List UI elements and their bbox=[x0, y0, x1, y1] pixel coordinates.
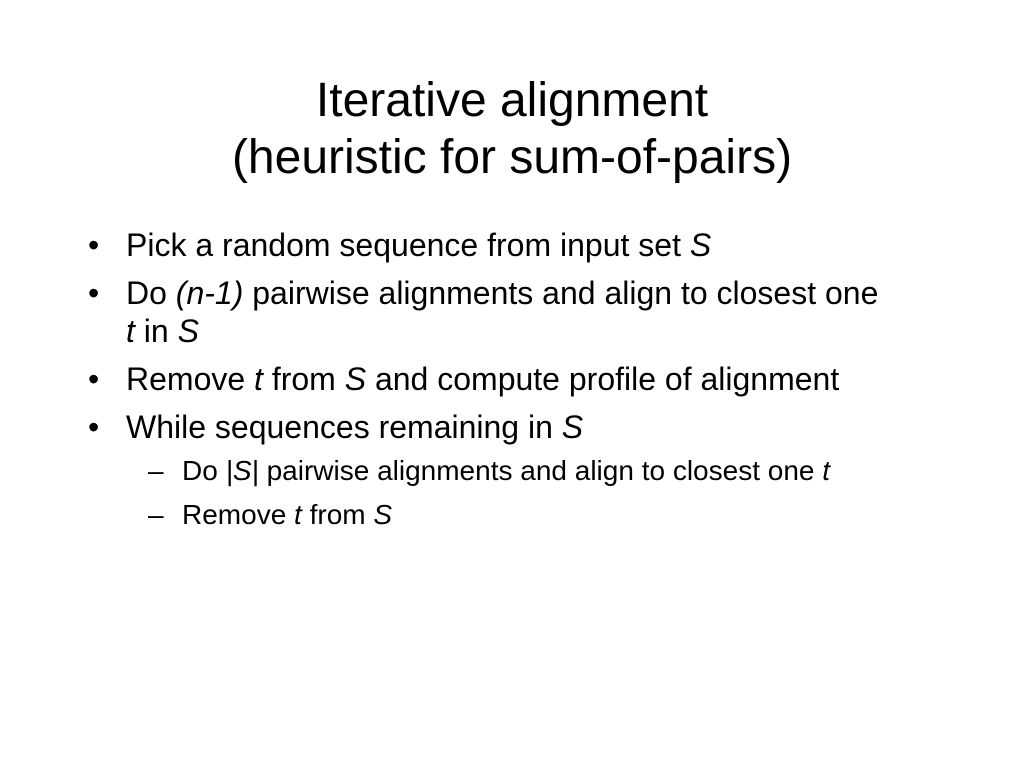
sub-bullet-text: pairwise alignments and align to closest… bbox=[258, 455, 823, 486]
bullet-marker: • bbox=[88, 275, 100, 311]
bullet-text: While sequences remaining in bbox=[126, 409, 562, 445]
bullet-italic-text: t bbox=[254, 361, 263, 397]
bullet-italic-text: S bbox=[561, 409, 584, 445]
sub-bullet-list: – Do |S| pairwise alignments and align t… bbox=[126, 454, 888, 532]
sub-bullet-item-2: – Remove t from S bbox=[136, 498, 888, 532]
title-line-2: (heuristic for sum-of-pairs) bbox=[231, 131, 793, 184]
bullet-item-1: • Pick a random sequence from input set … bbox=[88, 226, 888, 264]
sub-bullet-italic-text: t bbox=[822, 455, 831, 486]
sub-bullet-italic-text: t bbox=[294, 499, 302, 530]
bullet-item-3: • Remove t from S and compute profile of… bbox=[88, 360, 888, 398]
sub-bullet-marker: – bbox=[148, 455, 164, 486]
bullet-italic-text: S bbox=[177, 313, 199, 349]
sub-bullet-text: Remove bbox=[182, 499, 295, 530]
bullet-text: in bbox=[134, 313, 178, 349]
bullet-item-4: • While sequences remaining in S – Do |S… bbox=[88, 408, 888, 532]
bullet-list: • Pick a random sequence from input set … bbox=[88, 226, 888, 542]
sub-bullet-italic-text: S bbox=[373, 499, 393, 530]
sub-bullet-item-1: – Do |S| pairwise alignments and align t… bbox=[136, 454, 888, 488]
sub-bullet-marker: – bbox=[148, 499, 164, 530]
bullet-text: Do bbox=[126, 275, 176, 311]
bullet-italic-text: S bbox=[344, 361, 367, 397]
bullet-italic-text: S bbox=[689, 227, 712, 263]
bullet-marker: • bbox=[88, 227, 100, 263]
bullet-text: and compute profile of alignment bbox=[366, 361, 840, 397]
bullet-item-2: • Do (n-1) pairwise alignments and align… bbox=[88, 274, 888, 350]
slide-title: Iterative alignment (heuristic for sum-o… bbox=[0, 72, 1024, 186]
bullet-text: Remove bbox=[126, 361, 255, 397]
bullet-italic-text: (n-1) bbox=[175, 275, 244, 311]
bullet-marker: • bbox=[88, 361, 100, 397]
bullet-text: Pick a random sequence from input set bbox=[126, 227, 690, 263]
bullet-italic-text: t bbox=[126, 313, 135, 349]
sub-bullet-italic-text: |S| bbox=[225, 455, 259, 486]
bullet-marker: • bbox=[88, 409, 100, 445]
bullet-text: pairwise alignments and align to closest… bbox=[243, 275, 879, 311]
sub-bullet-text: from bbox=[301, 499, 374, 530]
title-line-1: Iterative alignment bbox=[315, 74, 709, 127]
sub-bullet-text: Do bbox=[182, 455, 226, 486]
bullet-text: from bbox=[262, 361, 345, 397]
